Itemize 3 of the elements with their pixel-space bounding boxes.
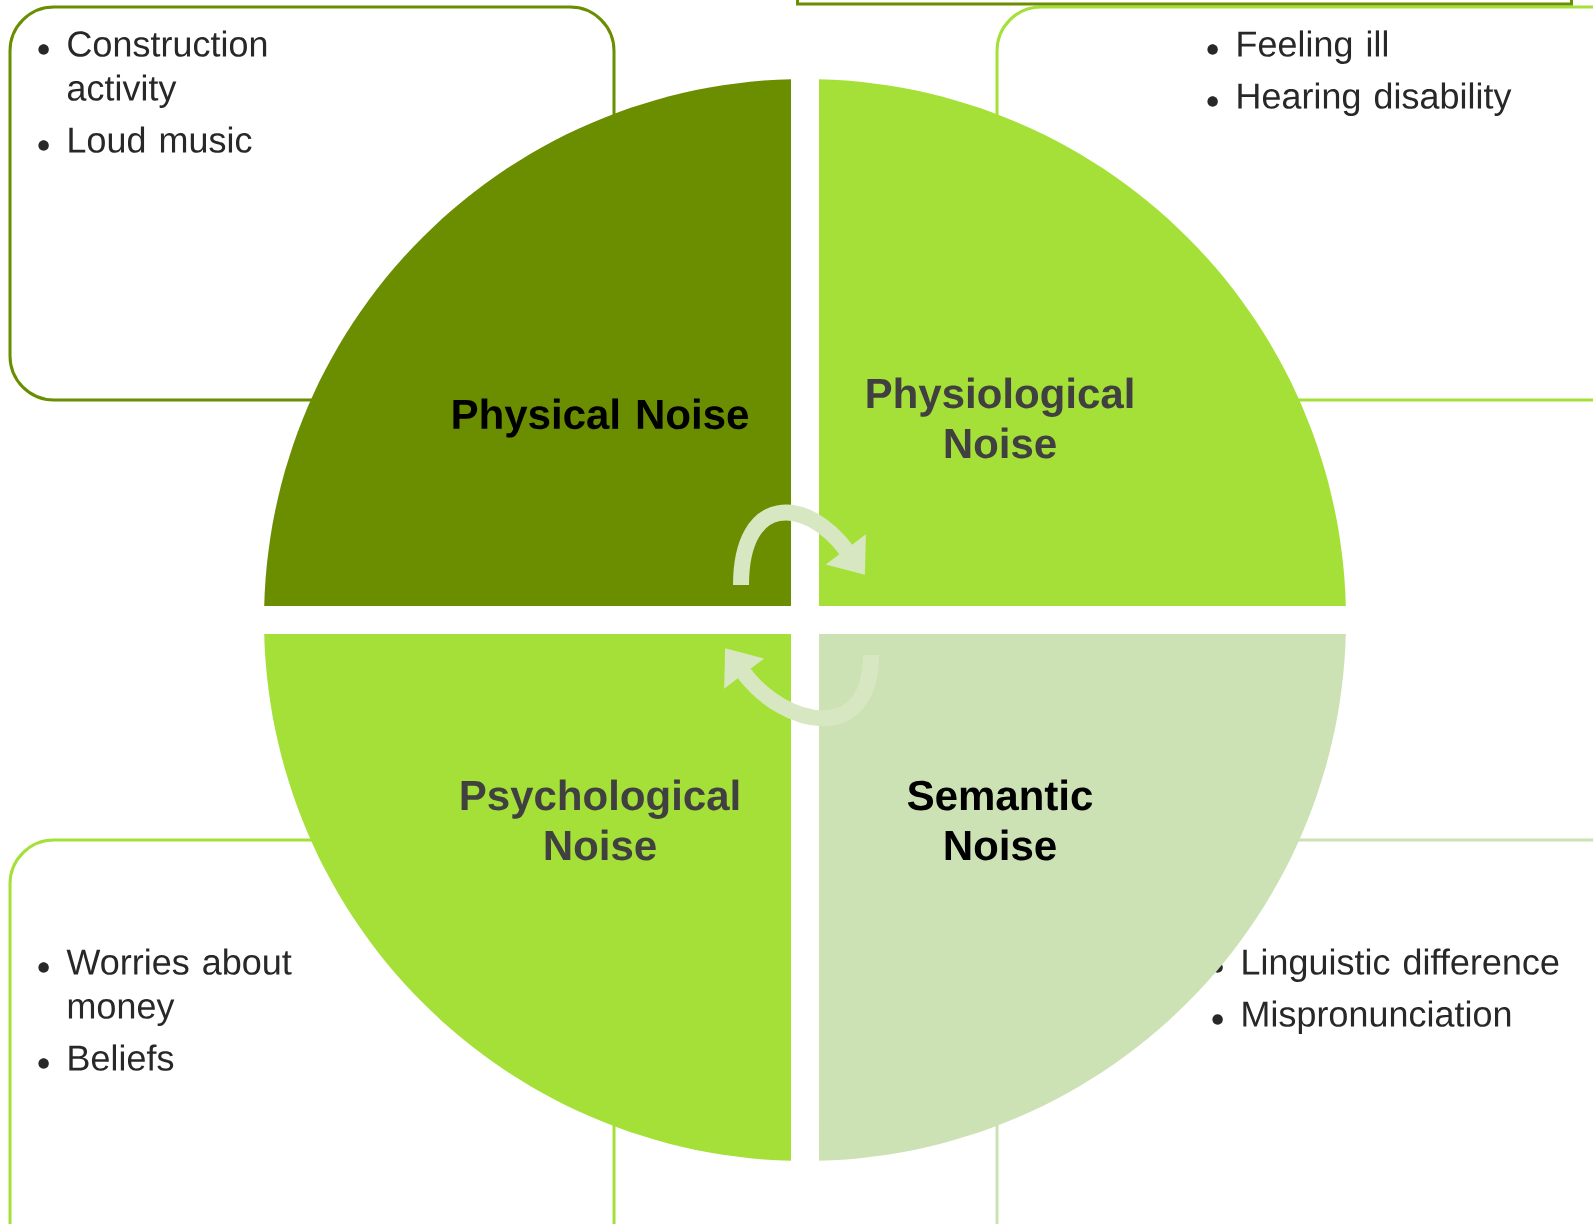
box-outline [796, 0, 1573, 6]
curved-arrow [733, 504, 866, 586]
quadrant: Physical Noise [264, 79, 791, 606]
